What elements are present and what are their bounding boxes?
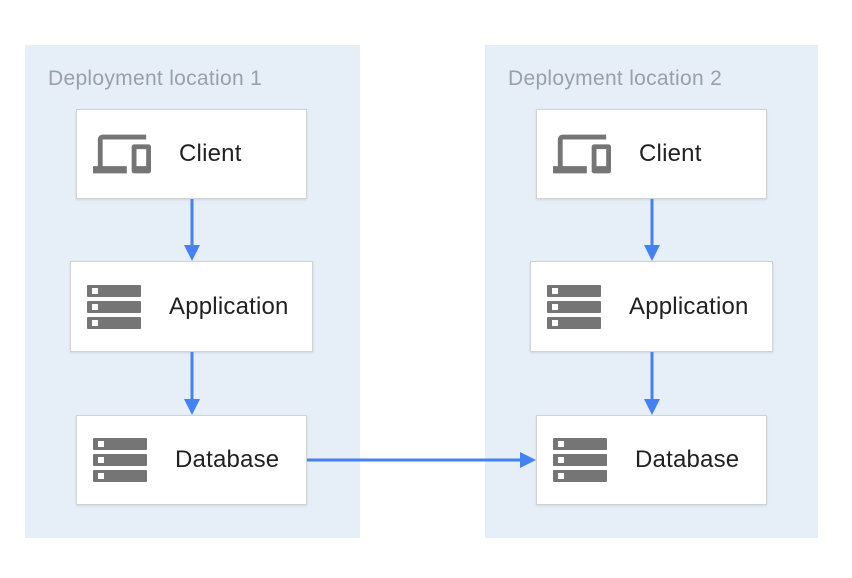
arrow-application1-to-database1 [184,352,200,415]
devices-icon [93,134,151,174]
node-label: Application [629,292,749,320]
arrow-client2-to-application2 [644,199,660,261]
zone-deployment-location-1: Deployment location 1 Client App [25,45,360,538]
node-database-2: Database [536,415,767,505]
server-stack-icon [93,438,147,482]
devices-icon [553,134,611,174]
node-label: Client [639,140,702,167]
server-stack-icon [87,284,141,329]
node-application-2: Application [530,261,773,352]
node-database-1: Database [76,415,307,505]
zone-deployment-location-2: Deployment location 2 Client App [485,45,818,538]
node-application-1: Application [70,261,313,352]
zone-title: Deployment location 2 [508,67,723,90]
arrow-database1-to-database2 [307,452,536,468]
arrow-application2-to-database2 [644,352,660,415]
node-label: Database [635,446,740,473]
node-label: Database [175,446,280,473]
node-client-1: Client [76,109,307,199]
node-label: Application [169,292,289,320]
server-stack-icon [547,284,601,329]
node-client-2: Client [536,109,767,199]
arrow-client1-to-application1 [184,199,200,261]
zone-title: Deployment location 1 [48,67,263,90]
node-label: Client [179,140,242,167]
server-stack-icon [553,438,607,482]
